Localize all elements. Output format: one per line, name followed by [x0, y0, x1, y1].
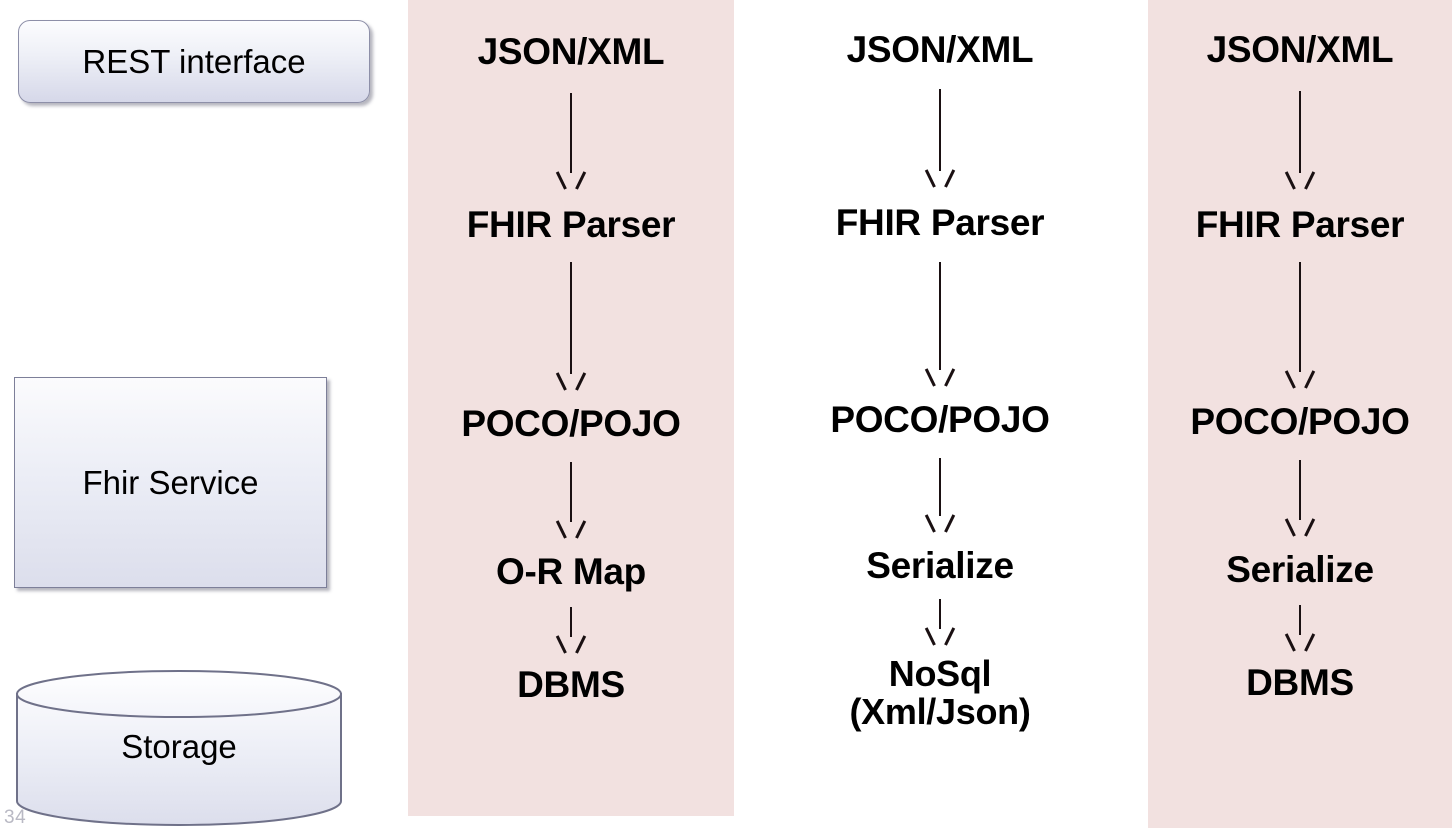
pipeline-step: Serialize: [1226, 548, 1374, 590]
flow-arrow-down-icon: [927, 457, 953, 532]
pipeline-step: DBMS: [517, 663, 625, 705]
pipeline-step: FHIR Parser: [835, 202, 1045, 244]
pipeline-step: O-R Map: [495, 550, 646, 592]
pipeline-step: POCO/POJO: [1190, 401, 1410, 443]
rest-interface-label: REST interface: [82, 43, 306, 80]
storage-label: Storage: [121, 728, 237, 765]
pipeline-step: JSON/XML: [846, 29, 1034, 70]
pipeline-column-2: JSON/XML FHIR Parser POCO/POJO Serialize…: [790, 0, 1090, 828]
rest-interface-box[interactable]: REST interface: [18, 20, 370, 103]
flow-arrow-down-icon: [558, 93, 584, 189]
flow-arrow-down-icon: [558, 262, 584, 390]
flow-arrow-down-icon: [927, 89, 953, 187]
pipeline-step: NoSql (Xml/Json): [849, 652, 1031, 733]
storage-label-wrap: Storage: [14, 730, 344, 763]
pipeline-step: Serialize: [866, 544, 1014, 586]
flow-arrow-down-icon: [1287, 91, 1313, 189]
flow-arrow-down-icon: [927, 262, 953, 386]
flow-arrow-down-icon: [1287, 262, 1313, 388]
flow-arrow-down-icon: [927, 598, 953, 645]
pipeline-step: JSON/XML: [1206, 29, 1394, 70]
pipeline-step: POCO/POJO: [461, 403, 681, 445]
flow-arrow-down-icon: [558, 461, 584, 538]
pipeline-column-3: JSON/XML FHIR Parser POCO/POJO Serialize…: [1148, 0, 1452, 828]
fhir-service-label: Fhir Service: [82, 464, 259, 501]
flow-arrow-down-icon: [1287, 604, 1313, 651]
pipeline-step: FHIR Parser: [466, 204, 676, 246]
cylinder-shape-icon: [16, 670, 342, 826]
pipeline-step: DBMS: [1246, 661, 1354, 703]
pipeline-step: POCO/POJO: [830, 399, 1050, 441]
pipeline-step: FHIR Parser: [1195, 204, 1405, 246]
flow-arrow-down-icon: [558, 606, 584, 653]
flow-arrow-down-icon: [1287, 459, 1313, 536]
storage-cylinder[interactable]: Storage: [14, 668, 344, 826]
slide-number: 34: [4, 807, 27, 828]
pipeline-column-1: JSON/XML FHIR Parser POCO/POJO O-R Map D…: [408, 0, 734, 828]
pipeline-step: JSON/XML: [477, 31, 665, 72]
fhir-service-box[interactable]: Fhir Service: [14, 377, 327, 588]
